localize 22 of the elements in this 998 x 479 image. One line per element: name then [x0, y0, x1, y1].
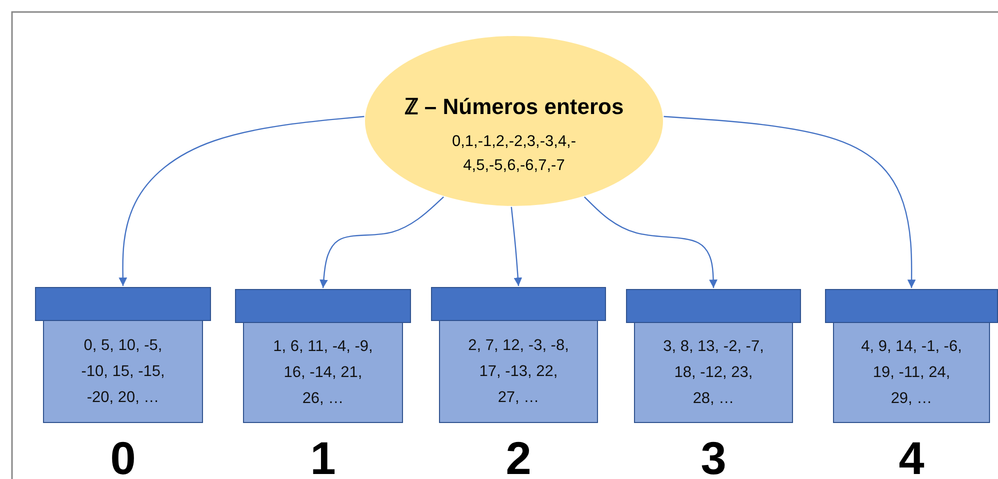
bucket-values: 3, 8, 13, -2, -7, 18, -12, 23, 28, …: [662, 336, 765, 408]
bucket-body: [43, 320, 203, 423]
set-title: ℤ – Números enteros: [403, 93, 625, 120]
bucket-body: [833, 322, 990, 423]
arrow: [320, 196, 444, 288]
bucket-values: 2, 7, 12, -3, -8, 17, -13, 22, 27, …: [467, 336, 570, 408]
bucket-body: [243, 322, 403, 423]
bucket-label: 0: [109, 431, 137, 479]
arrow: [664, 116, 916, 288]
arrow: [584, 196, 718, 288]
bucket-body: [634, 322, 793, 423]
arrow: [510, 206, 522, 286]
bucket-values: 0, 5, 10, -5, -10, 15, -15, -20, 20, …: [80, 336, 166, 408]
bucket-label: 4: [898, 431, 926, 479]
arrow: [118, 116, 364, 286]
bucket-label: 2: [504, 431, 532, 479]
set-members: 0,1,-1,2,-2,3,-3,4,- 4,5,-5,6,-6,7,-7: [450, 132, 578, 176]
bucket-values: 4, 9, 14, -1, -6, 19, -11, 24, 29, …: [860, 336, 963, 408]
bucket-values: 1, 6, 11, -4, -9, 16, -14, 21, 26, …: [272, 336, 374, 408]
bucket-body: [439, 320, 598, 423]
bucket-label: 3: [700, 431, 728, 479]
bucket-label: 1: [309, 431, 337, 479]
